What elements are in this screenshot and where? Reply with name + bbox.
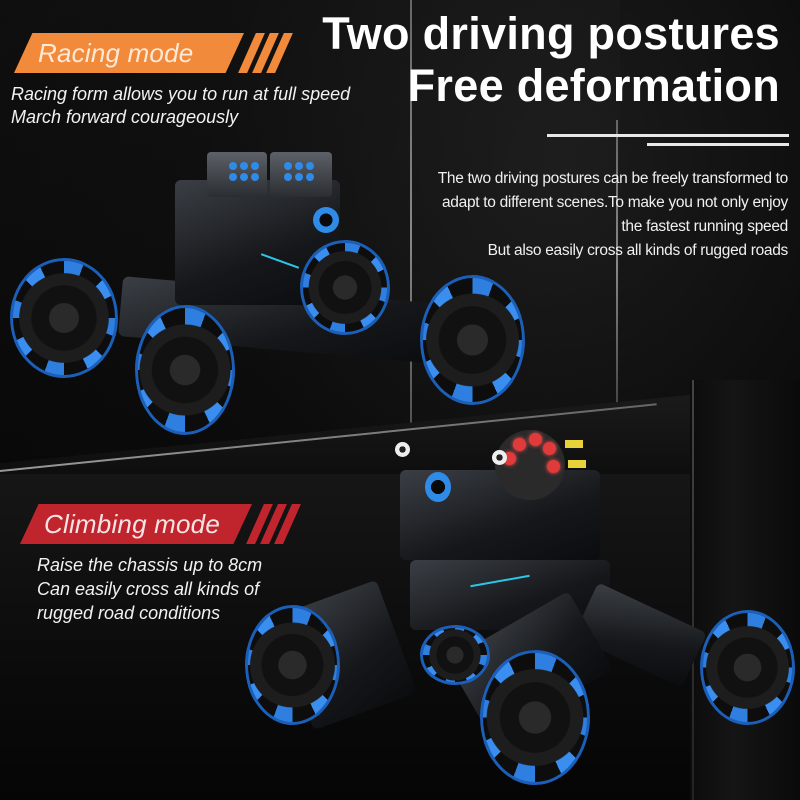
wheel-front-right: [135, 305, 235, 435]
wheel-front-left: [10, 258, 118, 378]
description-line: Racing form allows you to run at full sp…: [11, 84, 351, 104]
wheel-rear-right: [420, 275, 525, 405]
glass-edge: [616, 120, 618, 410]
wheel-front-left: [245, 605, 340, 725]
wheel-rear-right: [700, 610, 795, 725]
feature-description: The two driving postures can be freely t…: [437, 167, 789, 263]
description-line: Can easily cross all kinds of: [37, 579, 260, 599]
divider-line: [547, 134, 789, 137]
headline-line-1: Two driving postures: [322, 8, 780, 59]
missile-pod-left: [207, 152, 267, 197]
description-line: rugged road conditions: [37, 603, 221, 623]
climbing-mode-vehicle: [230, 420, 800, 800]
racing-mode-description: Racing form allows you to run at full sp…: [11, 83, 350, 129]
description-line: But also easily cross all kinds of rugge…: [487, 242, 789, 259]
description-line: The two driving postures can be freely t…: [437, 170, 789, 187]
gun-barrel: [395, 442, 410, 457]
missile-pod-right: [270, 152, 332, 197]
description-line: Raise the chassis up to 8cm: [37, 555, 263, 575]
wheel-rear-left: [420, 625, 490, 685]
racing-mode-vehicle: [0, 140, 525, 435]
glass-edge: [410, 0, 412, 470]
headline: Two driving postures Free deformation: [322, 8, 780, 112]
climbing-mode-badge: Climbing mode: [20, 504, 301, 544]
water-cannon-barrel: [425, 472, 451, 502]
wheel-rear-left: [300, 240, 390, 335]
climbing-mode-label: Climbing mode: [44, 508, 221, 539]
ammo-drum: [495, 430, 565, 500]
yellow-accent: [565, 440, 583, 448]
pedestal-edge: [692, 380, 694, 800]
racing-mode-label: Racing mode: [38, 37, 194, 68]
racing-mode-badge: Racing mode: [14, 33, 293, 73]
description-line: the fastest running speed: [621, 218, 788, 235]
pedestal-block: [690, 380, 800, 800]
stripe-decoration: [238, 33, 293, 73]
water-cannon-barrel: [313, 207, 339, 233]
headline-line-2: Free deformation: [407, 60, 780, 111]
stripe-decoration: [246, 504, 301, 544]
wheel-front-right: [480, 650, 590, 785]
gun-barrel: [492, 450, 507, 465]
divider-line: [647, 143, 789, 146]
description-line: adapt to different scenes.To make you no…: [441, 194, 788, 211]
climbing-mode-description: Raise the chassis up to 8cm Can easily c…: [37, 553, 262, 625]
yellow-accent: [568, 460, 586, 468]
description-line: March forward courageously: [11, 107, 239, 127]
